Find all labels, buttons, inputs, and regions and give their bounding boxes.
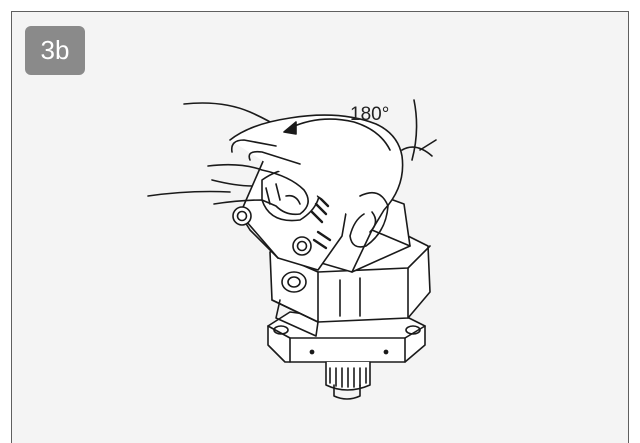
output-shaft xyxy=(325,361,371,400)
base-flange xyxy=(267,311,426,363)
step-badge: 3b xyxy=(25,26,85,75)
rotation-angle-label: 180° xyxy=(350,104,390,125)
hand xyxy=(147,99,437,248)
rotate-arrow-icon xyxy=(283,118,391,151)
